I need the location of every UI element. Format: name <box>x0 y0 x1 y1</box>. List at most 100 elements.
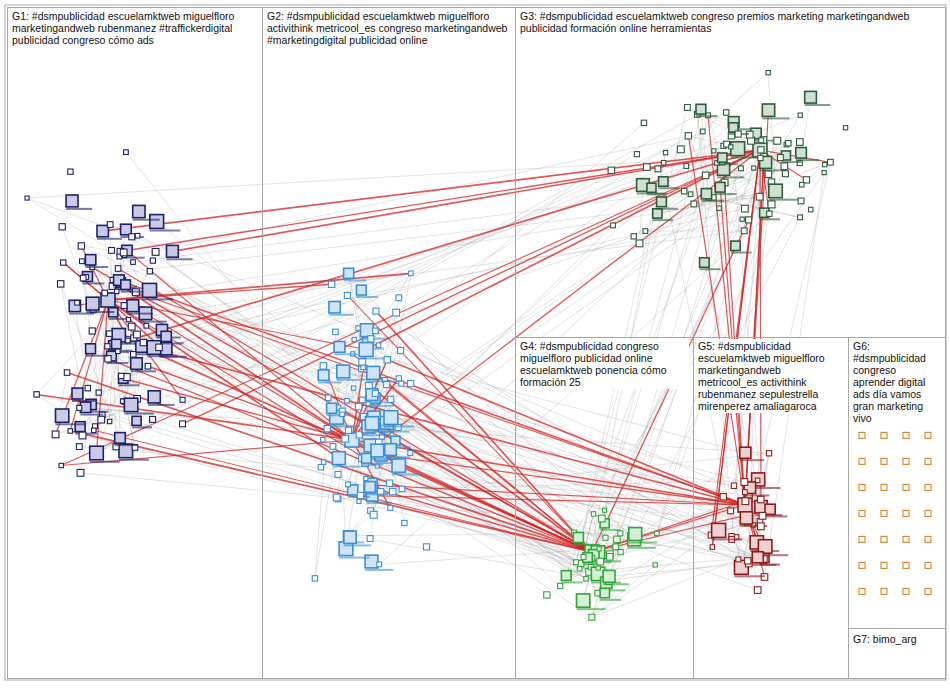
vertex-tag <box>603 583 629 585</box>
vertex-square <box>342 435 349 442</box>
vertex-square <box>796 148 807 159</box>
red-edge <box>688 136 745 505</box>
vertex-tag <box>760 218 780 220</box>
vertex-tag <box>119 459 149 461</box>
grey-edge <box>377 122 733 451</box>
vertex-square <box>370 511 377 518</box>
vertex-square <box>691 201 697 207</box>
vertex-square <box>145 363 151 369</box>
vertex-square <box>925 432 931 438</box>
vertex-tag <box>86 355 108 357</box>
vertex-square <box>859 484 865 490</box>
vertex-square <box>79 432 86 439</box>
vertex-tag <box>371 458 399 460</box>
grey-edge <box>315 429 327 579</box>
vertex-tag <box>573 544 595 546</box>
grey-edge <box>645 230 744 231</box>
vertex-square <box>335 471 341 477</box>
vertex-square <box>124 398 137 411</box>
vertex-square <box>96 390 101 395</box>
vertex-square <box>798 113 802 117</box>
vertex-tag <box>115 444 138 446</box>
vertex-square <box>112 339 121 348</box>
vertex-square <box>758 147 764 153</box>
vertex-tag <box>805 104 831 106</box>
grey-edge <box>323 366 589 572</box>
red-edge <box>119 280 745 505</box>
vertex-square <box>34 392 39 397</box>
vertex-tag <box>628 547 656 549</box>
group-panel: G2: #dsmpublicidad escuelamktweb miguelf… <box>262 7 516 679</box>
vertex-square <box>148 391 160 403</box>
grey-edge <box>150 271 606 583</box>
vertex-square <box>903 458 909 464</box>
vertex-square <box>119 444 133 458</box>
vertex-square <box>573 533 583 543</box>
vertex-square <box>152 249 159 256</box>
red-edge <box>128 150 760 341</box>
vertex-tag <box>765 515 787 517</box>
vertex-square <box>718 153 727 162</box>
grey-edge <box>769 165 824 214</box>
red-edge <box>592 501 745 552</box>
vertex-square <box>544 592 550 598</box>
vertex-square <box>643 229 648 234</box>
vertex-square <box>561 571 571 581</box>
vertex-tag <box>367 502 392 504</box>
vertex-square <box>329 302 340 313</box>
vertex-square <box>150 416 156 422</box>
red-edge <box>592 509 770 552</box>
vertex-square <box>121 224 132 235</box>
group-heading: G5: #dsmpublicidad escuelamktweb miguelf… <box>696 339 844 413</box>
vertex-square <box>729 145 733 149</box>
red-edge <box>56 300 108 434</box>
vertex-tag <box>90 461 120 463</box>
vertex-square <box>769 184 783 198</box>
vertex-square <box>75 300 80 305</box>
vertex-square <box>398 348 404 354</box>
grey-edge <box>379 549 599 565</box>
vertex-square <box>367 366 380 379</box>
vertex-tag <box>356 296 378 298</box>
group-panel: G3: #dsmpublicidad escuelamktweb congres… <box>515 7 946 338</box>
grey-edge <box>102 415 581 563</box>
vertex-square <box>701 129 706 134</box>
vertex-square <box>384 411 398 425</box>
group-panel: G4: #dsmpublicidad congreso miguelfloro … <box>515 337 694 679</box>
vertex-square <box>365 482 376 493</box>
vertex-square <box>558 583 563 588</box>
vertex-square <box>396 295 402 301</box>
vertex-square <box>52 431 59 438</box>
vertex-square <box>741 228 747 234</box>
vertex-square <box>685 105 691 111</box>
vertex-square <box>758 155 763 160</box>
vertex-square <box>116 349 121 354</box>
vertex-square <box>424 544 430 550</box>
vertex-tag <box>109 318 129 320</box>
vertex-square <box>140 339 146 345</box>
vertex-square <box>327 403 337 413</box>
vertex-square <box>131 260 136 265</box>
vertex-square <box>657 197 667 207</box>
vertex-square <box>600 588 609 597</box>
vertex-square <box>371 444 384 457</box>
vertex-square <box>156 344 163 351</box>
vertex-tag <box>365 493 389 495</box>
vertex-tag <box>83 283 105 285</box>
vertex-tag <box>712 538 743 540</box>
vertex-tag <box>577 608 606 610</box>
vertex-tag <box>735 575 765 577</box>
vertex-square <box>102 290 108 296</box>
vertex-square <box>589 614 595 620</box>
vertex-square <box>925 484 931 490</box>
vertex-square <box>710 545 715 550</box>
vertex-tag <box>653 219 674 221</box>
vertex-tag <box>161 342 183 344</box>
vertex-square <box>823 163 827 167</box>
vertex-square <box>385 444 397 456</box>
red-edge <box>70 431 592 552</box>
red-edge <box>123 379 352 441</box>
vertex-square <box>655 531 660 536</box>
vertex-square <box>712 149 716 153</box>
vertex-square <box>765 171 772 178</box>
